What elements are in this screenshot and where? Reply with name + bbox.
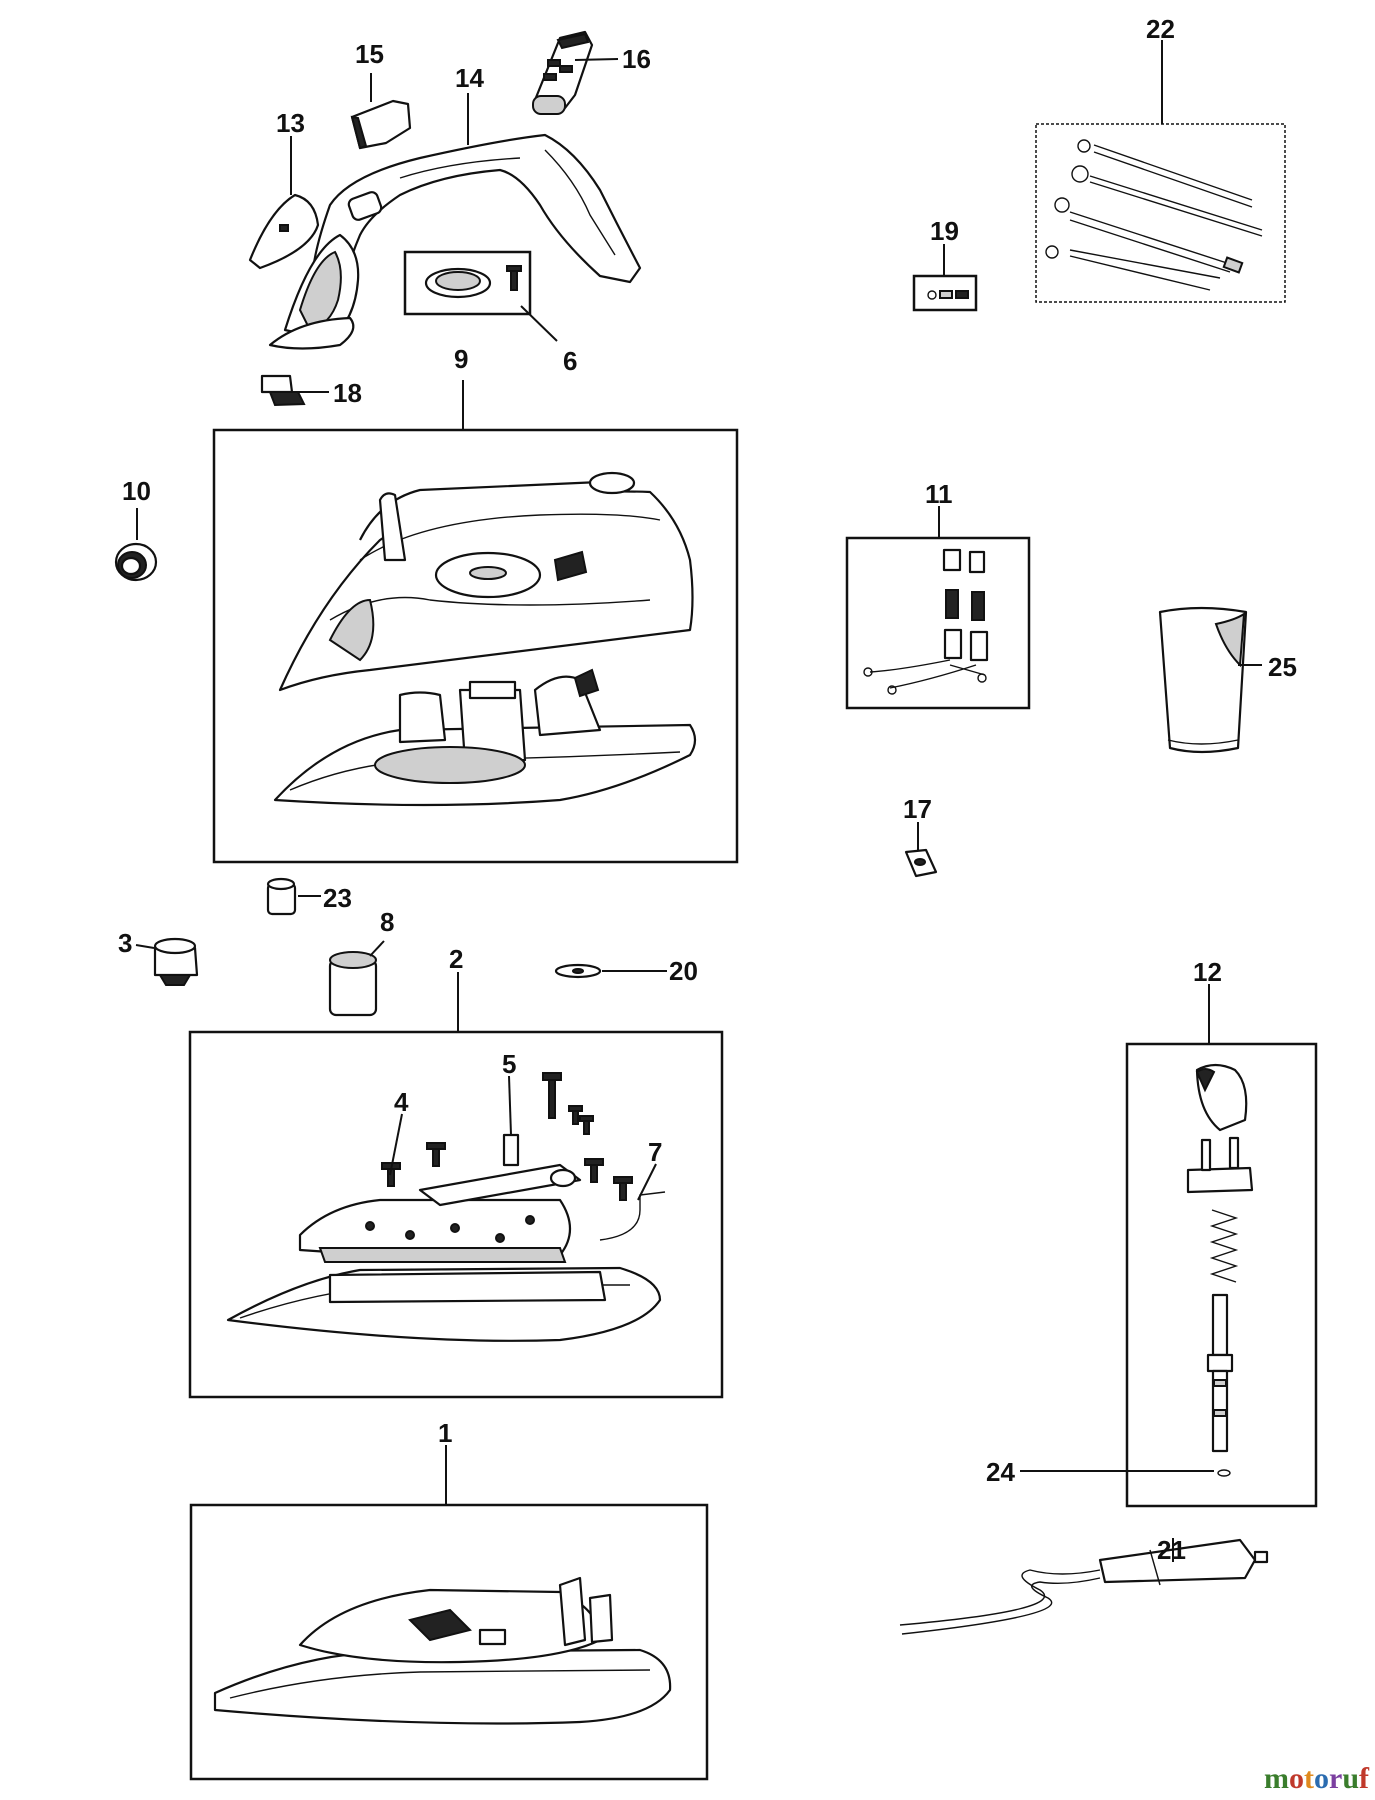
part-10-grommet xyxy=(114,542,158,582)
watermark-letter: r xyxy=(1328,1762,1343,1795)
callout-6: 6 xyxy=(563,346,577,376)
callout-22: 22 xyxy=(1146,14,1175,44)
part-18-clip xyxy=(260,374,306,407)
callout-4: 4 xyxy=(394,1087,409,1117)
callout-11: 11 xyxy=(925,479,953,509)
callout-16: 16 xyxy=(622,44,651,74)
watermark-letter: o xyxy=(1288,1762,1304,1795)
callout-17: 17 xyxy=(903,794,932,824)
watermark-letter: f xyxy=(1359,1762,1369,1795)
part-19-connector-plate xyxy=(912,274,978,312)
part-15-button xyxy=(350,99,412,150)
part-17-gasket xyxy=(904,848,938,878)
part-14-handle-housing xyxy=(268,133,642,350)
callout-25: 25 xyxy=(1268,652,1297,682)
watermark-letter: u xyxy=(1342,1762,1359,1795)
part-8-cylinder xyxy=(328,951,378,1017)
part-16-knob xyxy=(532,30,594,115)
watermark-letter: o xyxy=(1313,1762,1329,1795)
part-12-pump-assembly xyxy=(1125,1042,1318,1508)
callout-8: 8 xyxy=(380,907,394,937)
part-13-rear-cap xyxy=(248,193,320,270)
leader-lines xyxy=(135,40,1262,1562)
callout-1: 1 xyxy=(438,1418,452,1448)
callout-labels: 14 15 16 13 6 18 9 10 22 19 11 25 17 23 … xyxy=(118,14,1297,1565)
watermark-logo: motoruf xyxy=(1264,1762,1369,1796)
callout-14: 14 xyxy=(455,63,484,93)
part-25-water-tank xyxy=(1158,606,1248,754)
part-1-soleplate xyxy=(189,1503,709,1781)
part-3-valve xyxy=(153,937,199,986)
watermark-letter: t xyxy=(1303,1762,1314,1795)
callout-13: 13 xyxy=(276,108,305,138)
part-23-sleeve xyxy=(266,877,297,916)
callout-12: 12 xyxy=(1193,957,1222,987)
part-2-soleplate-assembly xyxy=(188,1030,724,1399)
part-6-cover-kit xyxy=(403,250,532,316)
callout-2: 2 xyxy=(449,944,463,974)
callout-21: 21 xyxy=(1157,1535,1186,1565)
part-21-power-cord xyxy=(899,1538,1269,1635)
part-22-wire-harness xyxy=(1035,123,1286,303)
part-20-washer xyxy=(554,963,602,979)
callout-24: 24 xyxy=(986,1457,1015,1487)
callout-5: 5 xyxy=(502,1049,516,1079)
callout-10: 10 xyxy=(122,476,151,506)
callout-15: 15 xyxy=(355,39,384,69)
callout-23: 23 xyxy=(323,883,352,913)
callout-7: 7 xyxy=(648,1137,662,1167)
callout-3: 3 xyxy=(118,928,132,958)
callout-18: 18 xyxy=(333,378,362,408)
part-11-switch-kit xyxy=(845,536,1031,710)
callout-9: 9 xyxy=(454,344,468,374)
callout-20: 20 xyxy=(669,956,698,986)
part-9-iron-assembly xyxy=(212,428,739,864)
callout-19: 19 xyxy=(930,216,959,246)
watermark-letter: m xyxy=(1263,1762,1289,1795)
